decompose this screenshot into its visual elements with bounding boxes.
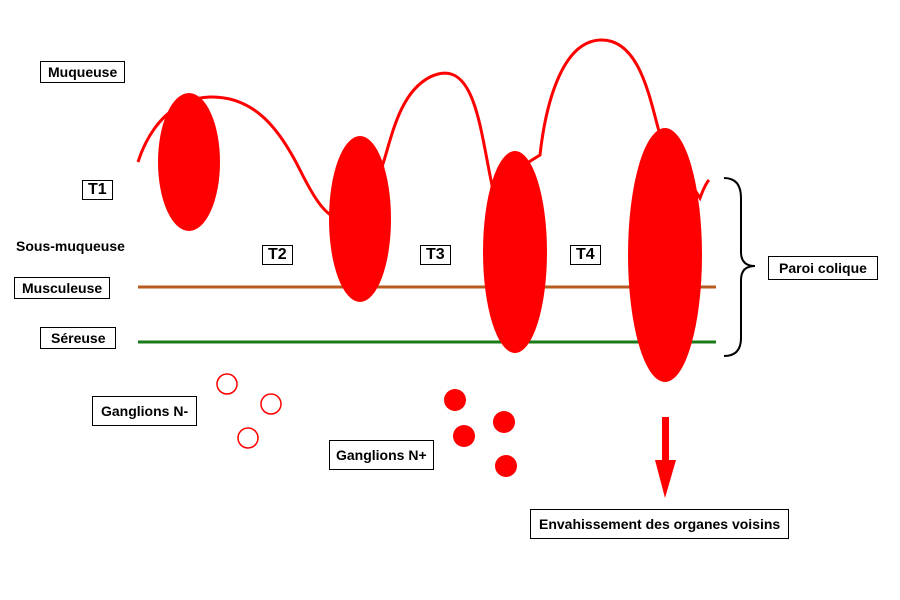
invasion-arrow — [655, 417, 676, 498]
invasion-label: Envahissement des organes voisins — [530, 509, 790, 539]
lymph-node-negative — [216, 373, 238, 395]
lymph-node-negative — [237, 427, 259, 449]
tumor-t1 — [158, 93, 220, 231]
stage-label-t4: T4 — [570, 245, 601, 265]
lymph-node-positive — [495, 455, 517, 477]
lymph-node-positive — [453, 425, 475, 447]
stage-label-t2: T2 — [262, 245, 293, 265]
lymph-node-negative — [260, 393, 282, 415]
nodes-negative-label: Ganglions N- — [92, 396, 198, 426]
tumor-t4 — [628, 128, 702, 382]
wall-brace — [723, 177, 756, 357]
mucosa-wave-line — [136, 38, 711, 222]
layer-label-serosa: Séreuse — [40, 327, 117, 349]
lymph-node-positive — [493, 411, 515, 433]
layer-label-submucosa: Sous-muqueuse — [16, 238, 125, 254]
wall-label: Paroi colique — [768, 256, 878, 280]
lymph-node-positive — [444, 389, 466, 411]
nodes-positive-label: Ganglions N+ — [329, 440, 434, 470]
layer-label-mucosa: Muqueuse — [40, 61, 126, 83]
tumor-t2 — [329, 136, 391, 302]
tumor-t3 — [483, 151, 547, 353]
layer-label-muscularis: Musculeuse — [14, 277, 111, 299]
stage-label-t1: T1 — [82, 180, 113, 200]
stage-label-t3: T3 — [420, 245, 451, 265]
